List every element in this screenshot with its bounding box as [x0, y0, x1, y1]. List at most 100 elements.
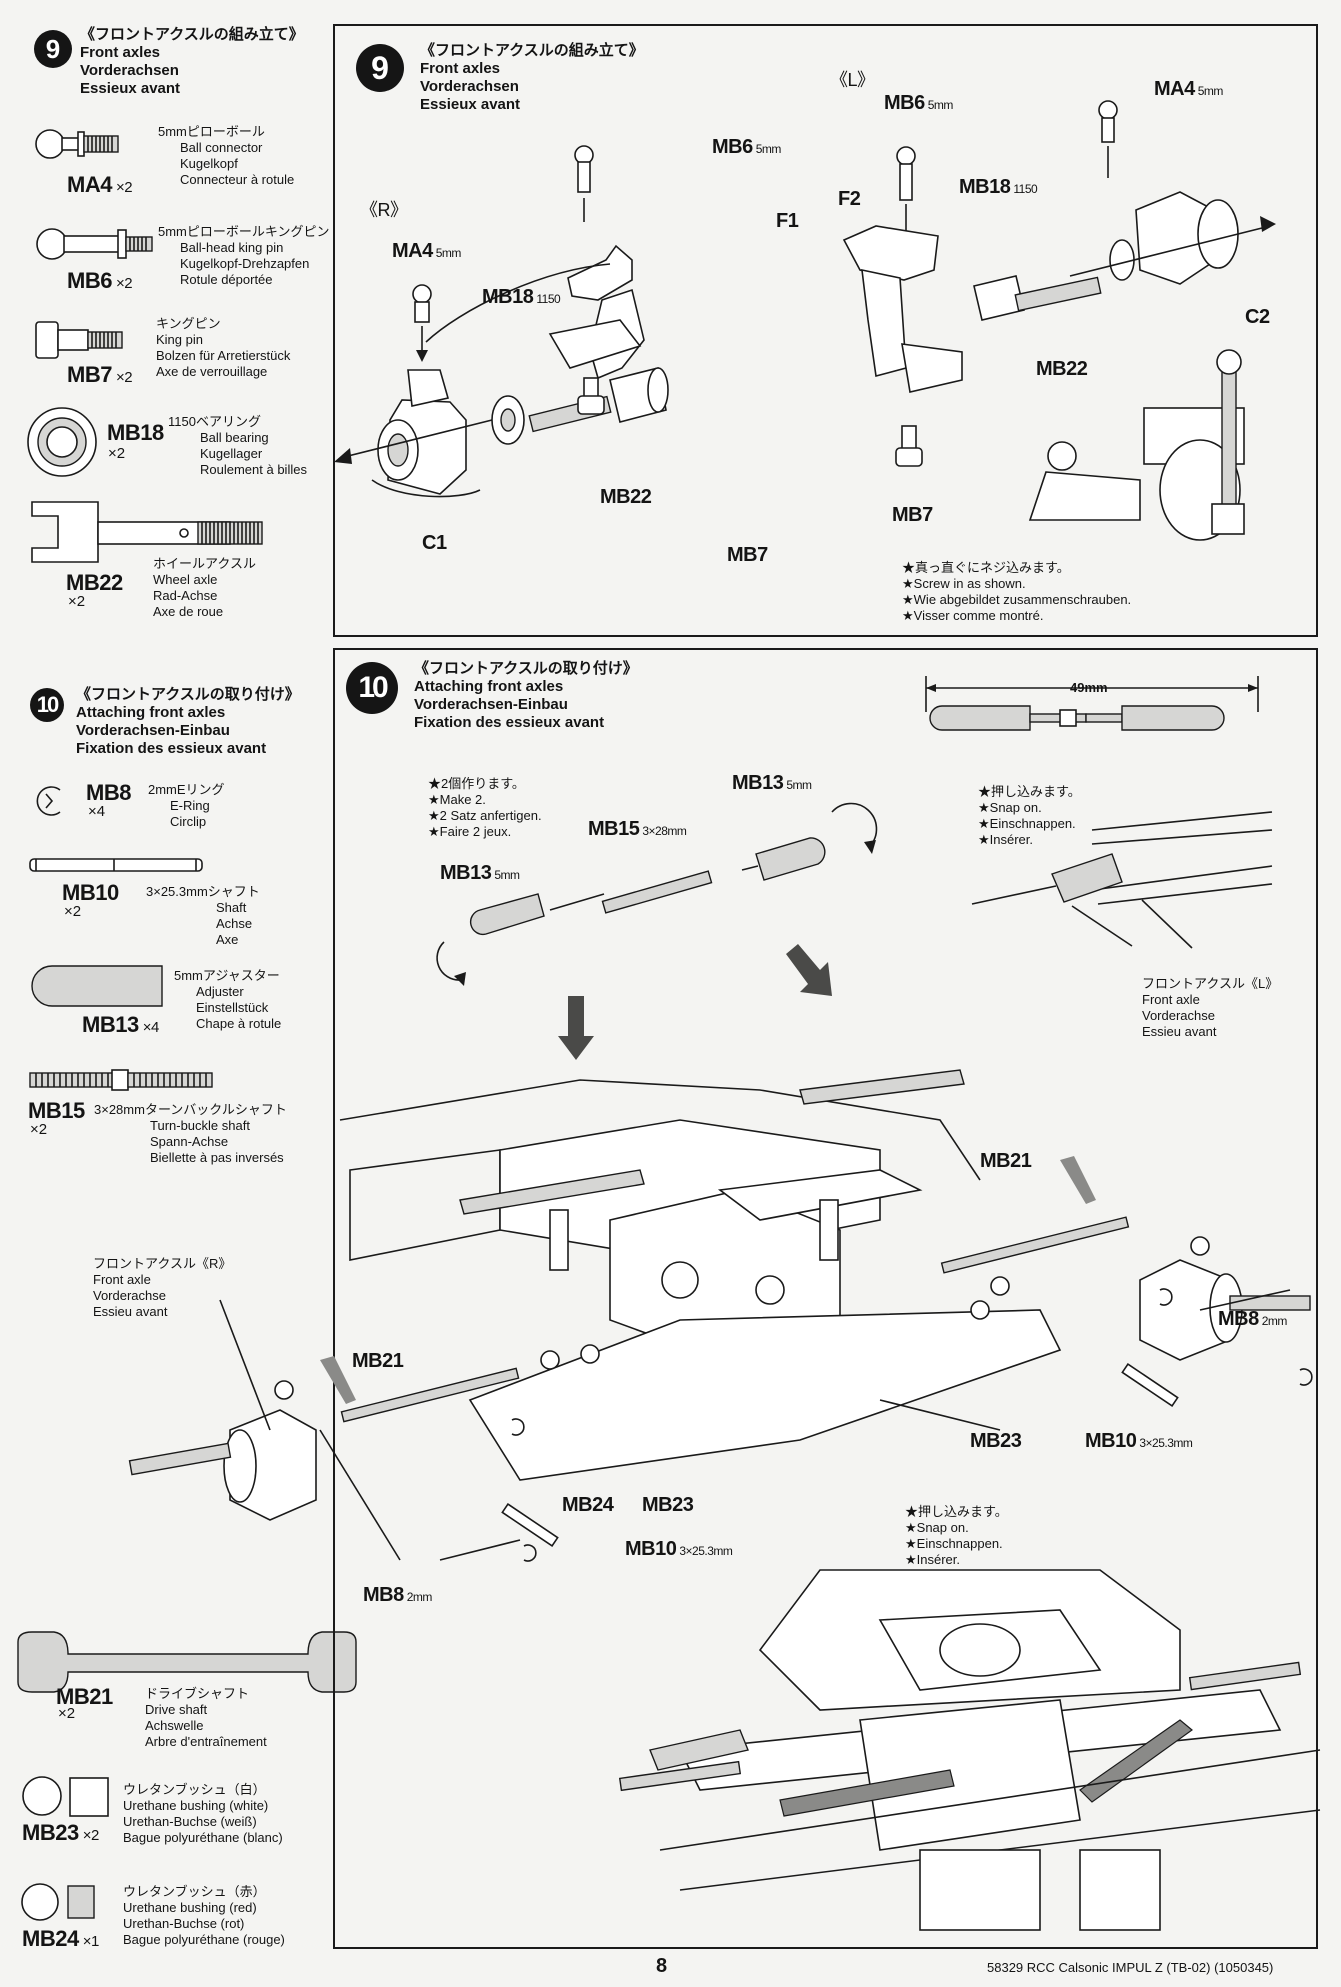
label-f2: F2	[838, 188, 861, 210]
part-qty-mb18: ×2	[108, 445, 126, 462]
part-desc-mb24: ウレタンブッシュ（赤） Urethane bushing (red) Ureth…	[123, 1884, 285, 1947]
part-desc-mb18: 1150ベアリング Ball bearing Kugellager Roulem…	[168, 414, 307, 477]
front-axle-l-assembly-drawing	[842, 100, 1276, 541]
part-qty-mb8: ×4	[88, 803, 106, 820]
label-mb23-c: MB23	[642, 1494, 694, 1516]
front-axle-l-label: フロントアクスル《L》 Front axle Vorderachse Essie…	[1142, 976, 1279, 1039]
title-de: Vorderachsen	[80, 62, 179, 79]
snap-on-note-bottom: ★押し込みます。 ★Snap on. ★Einschnappen. ★Insér…	[905, 1504, 1008, 1567]
side-r-label: 《R》	[360, 200, 408, 220]
part-desc-mb8: 2mmEリング E-Ring Circlip	[148, 782, 225, 829]
down-arrow-right	[786, 944, 832, 996]
part-code-mb7: MB7×2	[67, 362, 133, 387]
ma4-part-icon	[35, 129, 119, 159]
label-mb22-r: MB22	[600, 486, 652, 508]
page-number: 8	[656, 1955, 668, 1977]
part-code-ma4: MA4×2	[67, 172, 133, 197]
part-desc-mb15: 3×28mmターンバックルシャフト Turn-buckle shaft Span…	[94, 1102, 287, 1165]
screw-in-note: ★真っ直ぐにネジ込みます。 ★Screw in as shown. ★Wie a…	[902, 560, 1132, 623]
step-10-parts-title: 《フロントアクスルの取り付け》 Attaching front axles Vo…	[76, 686, 300, 757]
down-arrow-left	[558, 996, 594, 1060]
model-identifier: 58329 RCC Calsonic IMPUL Z (TB-02) (1050…	[987, 1960, 1274, 1975]
part-qty-mb10: ×2	[64, 903, 82, 920]
part-desc-mb13: 5mmアジャスター Adjuster Einstellstück Chape à…	[174, 968, 282, 1031]
snap-on-note-top: ★押し込みます。 ★Snap on. ★Einschnappen. ★Insér…	[978, 784, 1081, 847]
part-desc-mb22: ホイールアクスル Wheel axle Rad-Achse Axe de rou…	[153, 556, 256, 619]
step-10-main-title: 《フロントアクスルの取り付け》 Attaching front axles Vo…	[414, 660, 638, 731]
part-code-mb8: MB8	[86, 780, 131, 805]
title-jp: 《フロントアクスルの組み立て》	[80, 26, 304, 43]
mb8-part-icon	[36, 786, 61, 816]
step-9-main-badge: 9	[356, 44, 404, 92]
label-mb24: MB24	[562, 1494, 614, 1516]
step-9-main-title: 《フロントアクスルの組み立て》 Front axles Vorderachsen…	[420, 42, 644, 113]
label-mb7-r: MB7	[727, 544, 768, 566]
snap-on-pliers-drawing	[971, 811, 1273, 949]
make-2-note: ★2個作ります。 ★Make 2. ★2 Satz anfertigen. ★F…	[428, 776, 542, 839]
part-code-mb13: MB13×4	[82, 1012, 159, 1037]
title-en: Front axles	[80, 44, 161, 61]
mb23-part-icon	[22, 1776, 109, 1817]
title-fr: Essieux avant	[80, 80, 181, 97]
step-9-parts-title: 《フロントアクスルの組み立て》 Front axles Vorderachsen…	[80, 26, 304, 98]
step-9-frame	[333, 24, 1318, 637]
mb24-part-icon	[21, 1883, 95, 1921]
turnbuckle-dimension-drawing	[925, 676, 1259, 731]
completed-front-assembly-drawing	[618, 1569, 1321, 1931]
mb22-part-icon	[31, 501, 263, 563]
mb15-part-icon	[29, 1069, 213, 1091]
step-10-frame	[333, 648, 1318, 1949]
part-qty-mb21: ×2	[58, 1705, 76, 1722]
part-desc-mb10: 3×25.3mmシャフト Shaft Achse Axe	[146, 884, 260, 947]
mb7-part-icon	[35, 321, 123, 359]
side-l-label: 《L》	[830, 70, 875, 90]
part-code-mb18: MB18	[107, 420, 164, 445]
part-code-mb6: MB6×2	[67, 268, 133, 293]
label-mb21-l: MB21	[980, 1150, 1032, 1172]
label-c1: C1	[422, 532, 447, 554]
label-mb22-l: MB22	[1036, 358, 1088, 380]
part-qty-mb22: ×2	[68, 593, 86, 610]
step-9-badge: 9	[34, 30, 72, 68]
part-qty-mb15: ×2	[30, 1121, 48, 1138]
label-f1: F1	[776, 210, 799, 232]
mb18-part-icon	[27, 407, 97, 477]
label-mb21-r: MB21	[352, 1350, 404, 1372]
mb10-part-icon	[29, 858, 203, 872]
part-code-mb10: MB10	[62, 880, 119, 905]
part-desc-mb7: キングピン King pin Bolzen für Arretierstück …	[156, 316, 291, 379]
front-axle-r-label: フロントアクスル《R》 Front axle Vorderachse Essie…	[93, 1256, 232, 1319]
front-axle-r-assembly-drawing	[334, 145, 669, 498]
mb21-part-icon	[17, 1631, 357, 1693]
part-desc-mb23: ウレタンブッシュ（白） Urethane bushing (white) Ure…	[123, 1782, 283, 1845]
part-code-mb23: MB23×2	[22, 1820, 99, 1845]
chassis-front-assembly-drawing	[128, 1069, 1313, 1562]
label-mb23-r: MB23	[970, 1430, 1022, 1452]
label-mb7-l: MB7	[892, 504, 933, 526]
step-10-main-badge: 10	[346, 662, 398, 714]
label-c2: C2	[1245, 306, 1270, 328]
part-desc-ma4: 5mmピローボール Ball connector Kugelkopf Conne…	[158, 124, 295, 187]
part-code-mb21: MB21	[56, 1684, 113, 1709]
part-code-mb24: MB24×1	[22, 1926, 99, 1951]
part-desc-mb21: ドライブシャフト Drive shaft Achswelle Arbre d'e…	[145, 1686, 267, 1749]
part-code-mb15: MB15	[28, 1098, 85, 1123]
mb6-part-icon	[36, 228, 153, 260]
part-desc-mb6: 5mmピローボールキングピン Ball-head king pin Kugelk…	[158, 224, 330, 287]
part-code-mb22: MB22	[66, 570, 123, 595]
step-10-badge: 10	[30, 688, 64, 722]
mb13-part-icon	[31, 965, 163, 1007]
